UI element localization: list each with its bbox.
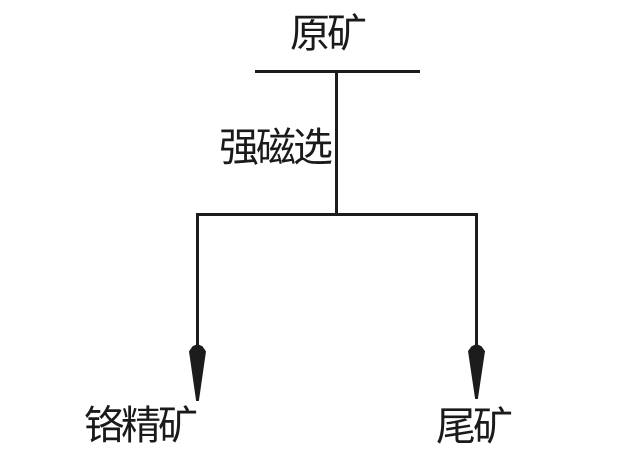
node-label-chromite-concentrate: 铬精矿	[84, 403, 198, 448]
arrow-down-left-icon	[189, 344, 206, 401]
node-label-magnetic-separation: 强磁选	[219, 125, 333, 170]
arrow-down-right-icon	[468, 344, 485, 399]
left-branch-line	[196, 213, 199, 347]
node-label-tailings: 尾矿	[436, 404, 513, 449]
branch-bar-line	[196, 213, 478, 216]
center-stem-line	[335, 70, 338, 216]
node-label-raw-ore: 原矿	[290, 11, 367, 56]
right-branch-line	[475, 213, 478, 347]
